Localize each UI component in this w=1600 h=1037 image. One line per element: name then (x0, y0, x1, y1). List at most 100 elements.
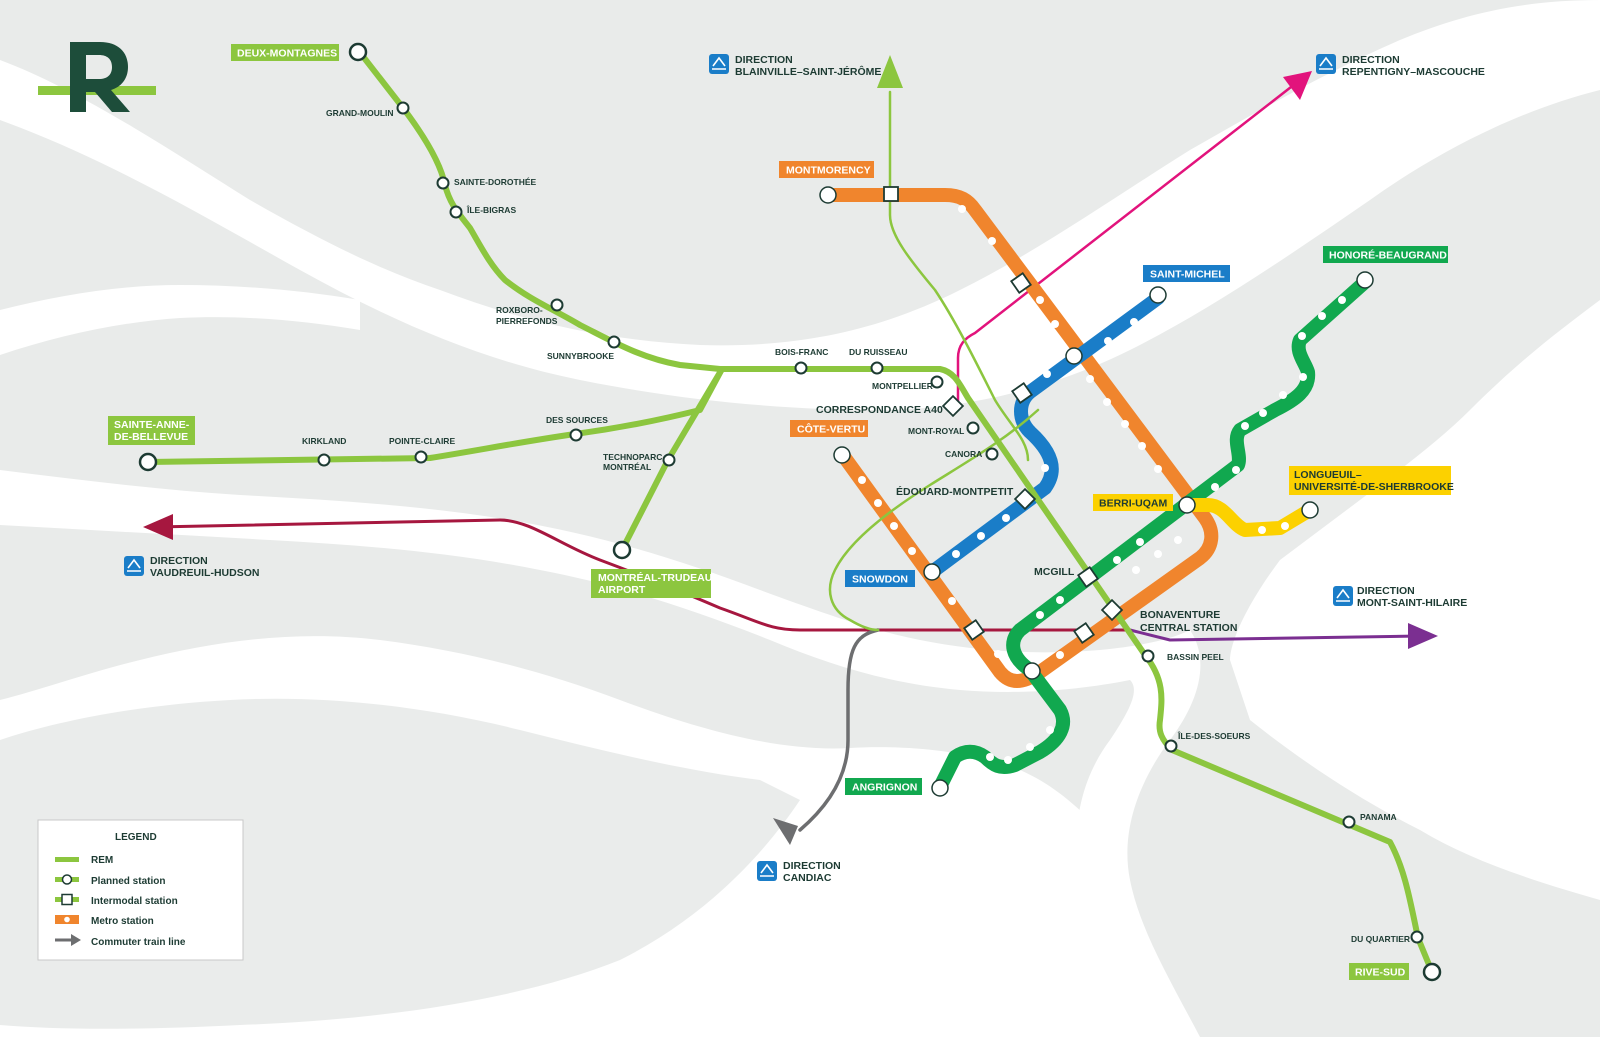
tag-deux-montagnes: DEUX-MONTAGNES (237, 48, 337, 60)
commuter-train-icon (760, 863, 774, 877)
metro-terminal-stations (819, 186, 1374, 797)
tag-snowdon-bg (845, 570, 915, 587)
legend-rem-swatch (55, 857, 79, 862)
direction-candiac: DIRECTION CANDIAC (757, 860, 841, 884)
intermodal-correspondance-a40 (941, 394, 965, 418)
legend-item-planned: Planned station (91, 876, 165, 887)
label-edouard-montpetit: ÉDOUARD-MONTPETIT (896, 485, 1014, 498)
label-canora: CANORA (945, 449, 982, 459)
rem-tunnel-link (828, 408, 1040, 632)
tag-berri-uqam-bg (1093, 494, 1173, 511)
label-technoparc-1: TECHNOPARC (603, 452, 662, 462)
label-du-quartier: DU QUARTIER (1351, 934, 1410, 944)
label-panama: PANAMA (1360, 812, 1397, 822)
label-bonaventure-1: BONAVENTURE (1140, 609, 1220, 621)
tag-montmorency-bg (779, 161, 874, 178)
station-des-sources (569, 428, 583, 442)
station-roxboro (550, 298, 564, 312)
tag-cote-vertu-bg (790, 420, 868, 437)
station-sunnybrooke (607, 335, 621, 349)
legend-intermodal-icon (61, 893, 73, 906)
tag-ste-anne-bg (108, 416, 195, 445)
station-bois-franc (794, 361, 808, 375)
label-kirkland: KIRKLAND (302, 436, 346, 446)
tag-angrignon-bg (845, 778, 922, 795)
terminal-tags: DEUX-MONTAGNES SAINTE-ANNE- DE-BELLEVUE … (108, 44, 1454, 980)
station-ile-des-soeurs (1164, 739, 1178, 753)
direction-candiac-prefix: DIRECTION (783, 860, 841, 872)
label-roxboro-1: ROXBORO- (496, 305, 543, 315)
station-panama (1342, 815, 1356, 829)
arrow-mont-st-hilaire-icon (1408, 623, 1438, 649)
station-sainte-dorothee (436, 176, 450, 190)
direction-blainville: DIRECTION BLAINVILLE–SAINT-JÉRÔME (709, 54, 881, 78)
label-technoparc-2: MONTRÉAL (603, 462, 651, 472)
station-grand-moulin (396, 101, 410, 115)
direction-vaudreuil: DIRECTION VAUDREUIL-HUDSON (124, 555, 259, 579)
direction-repentigny-prefix: DIRECTION (1342, 54, 1400, 66)
station-labels: GRAND-MOULIN SAINTE-DOROTHÉE ÎLE-BIGRAS … (302, 108, 1410, 944)
direction-mont-st-hilaire-name: MONT-SAINT-HILAIRE (1357, 597, 1467, 609)
terminal-sainte-anne (138, 452, 158, 472)
tag-montmorency: MONTMORENCY (786, 165, 871, 177)
terminal-stations (138, 42, 1442, 982)
station-mont-royal (966, 421, 980, 435)
tag-berri-uqam: BERRI-UQAM (1099, 498, 1167, 510)
terminal-longueuil (1301, 501, 1319, 519)
commuter-line-repentigny (956, 78, 1302, 410)
commuter-train-icon (1319, 56, 1333, 70)
terminal-jean-talon (1065, 347, 1083, 365)
terminal-rive-sud (1422, 962, 1442, 982)
terminal-airport (612, 540, 632, 560)
legend-metro-icon (64, 916, 70, 923)
legend-title: LEGEND (115, 832, 157, 843)
commuter-arrowheads (143, 55, 1438, 845)
label-bonaventure-2: CENTRAL STATION (1140, 622, 1237, 634)
tag-angrignon: ANGRIGNON (852, 782, 917, 794)
label-montpellier: MONTPELLIER (872, 381, 933, 391)
commuter-line-blainville (888, 90, 1030, 462)
legend-item-rem: REM (91, 855, 113, 866)
label-des-sources: DES SOURCES (546, 415, 608, 425)
tag-airport-1: MONTRÉAL-TRUDEAU (598, 571, 712, 584)
label-ile-des-soeurs: ÎLE-DES-SOEURS (1177, 730, 1251, 741)
tag-honore-beaugrand: HONORÉ-BEAUGRAND (1329, 249, 1447, 262)
arrow-vaudreuil-icon (143, 514, 173, 540)
label-du-ruisseau: DU RUISSEAU (849, 347, 908, 357)
intermodal-stations (883, 186, 1124, 645)
tag-airport-2: AIRPORT (598, 584, 646, 596)
tag-saint-michel-bg (1143, 265, 1230, 282)
label-sainte-dorothee: SAINTE-DOROTHÉE (454, 177, 537, 187)
legend-item-metro: Metro station (91, 916, 154, 927)
legend-item-intermodal: Intermodal station (91, 896, 178, 907)
metro-station-dots (858, 205, 1346, 774)
terminal-berri-uqam (1178, 496, 1196, 514)
direction-blainville-prefix: DIRECTION (735, 54, 793, 66)
label-grand-moulin: GRAND-MOULIN (326, 108, 394, 118)
intermodal-montmorency-line (883, 186, 899, 202)
rem-planned-stations (317, 101, 1424, 944)
tag-rive-sud-bg (1349, 963, 1409, 980)
tag-snowdon: SNOWDON (852, 574, 908, 586)
station-bassin-peel (1141, 649, 1155, 663)
label-bassin-peel: BASSIN PEEL (1167, 652, 1224, 662)
legend-commuter-arrow-icon (71, 934, 81, 946)
commuter-train-icon (127, 558, 141, 572)
arrow-candiac-icon (773, 818, 798, 845)
tag-cote-vertu: CÔTE-VERTU (797, 423, 865, 436)
tag-longueuil-bg (1289, 466, 1451, 495)
station-canora (985, 447, 999, 461)
tag-honore-beaugrand-bg (1323, 246, 1448, 263)
legend-planned-station-icon (61, 874, 73, 885)
tag-longueuil-2: UNIVERSITÉ-DE-SHERBROOKE (1294, 480, 1454, 493)
arrow-blainville-icon (877, 55, 903, 88)
terminal-lionel-groulx (1023, 662, 1041, 680)
direction-blainville-name: BLAINVILLE–SAINT-JÉRÔME (735, 65, 881, 78)
commuter-line-candiac (798, 628, 880, 832)
label-mcgill: MCGILL (1034, 566, 1075, 578)
station-technoparc (662, 453, 676, 467)
direction-candiac-name: CANDIAC (783, 872, 832, 884)
label-roxboro-2: PIERREFONDS (496, 316, 558, 326)
station-du-quartier (1410, 930, 1424, 944)
